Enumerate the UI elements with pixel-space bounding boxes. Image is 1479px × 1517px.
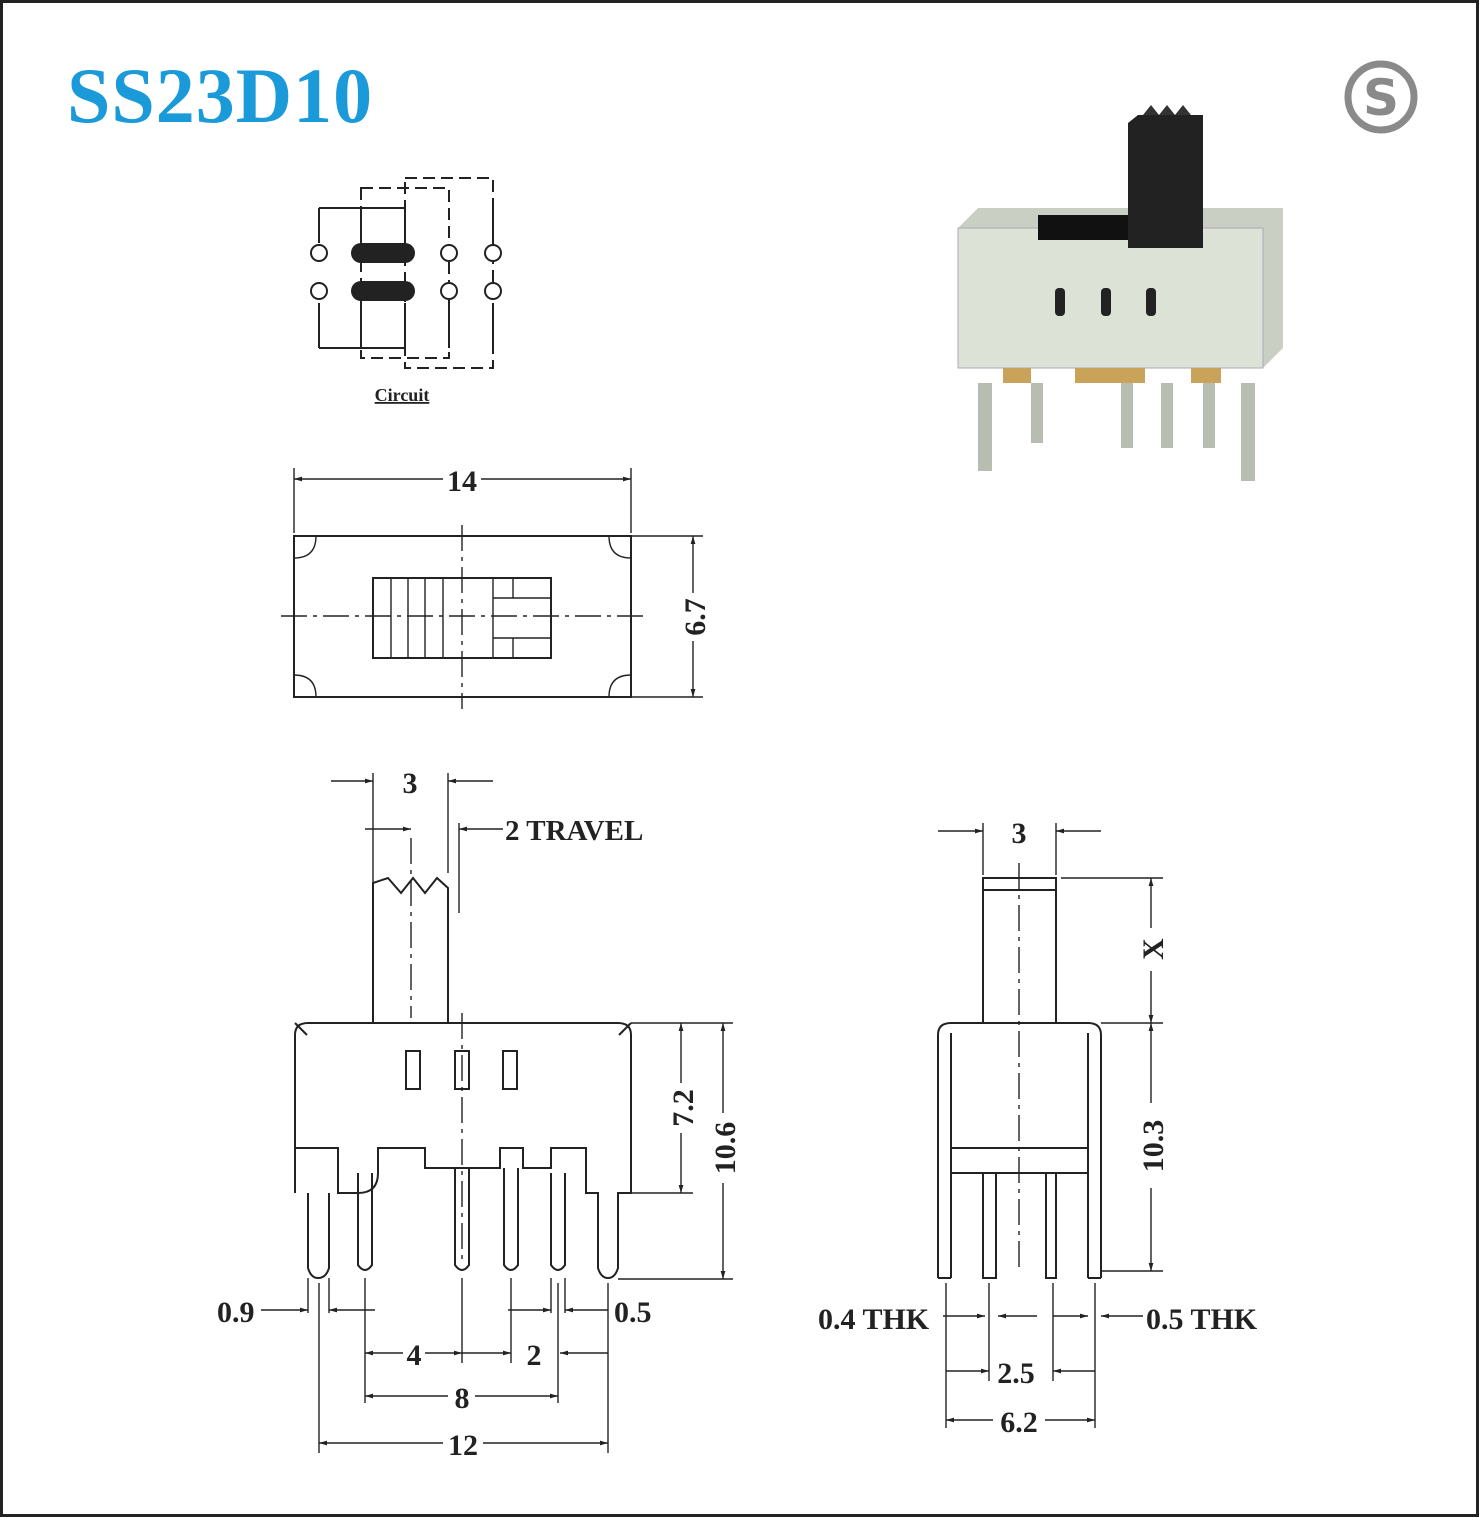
side-dim-x: X [1137, 938, 1170, 960]
dim-width-14: 14 [447, 465, 477, 498]
front-dim-4: 4 [407, 1339, 422, 1372]
technical-drawing: S Circuit [217, 60, 1418, 1462]
front-dim-travel: 2 TRAVEL [505, 815, 643, 847]
circuit-label: Circuit [375, 385, 430, 405]
product-title: SS23D10 [67, 52, 374, 139]
side-dim-actuator-3: 3 [1012, 817, 1027, 850]
side-view-drawing: 3 X 10.3 0.4 THK 0.5 THK 2.5 6.2 [818, 817, 1258, 1439]
top-view-drawing: 14 6.7 [281, 465, 712, 709]
brand-logo: S [1344, 60, 1418, 134]
dim-height-6-7: 6.7 [679, 598, 712, 636]
front-dim-0-5: 0.5 [614, 1296, 652, 1329]
front-dim-0-9: 0.9 [217, 1296, 255, 1329]
side-dim-2-5: 2.5 [997, 1357, 1035, 1390]
front-view-drawing: 3 2 TRAVEL 7.2 10.6 0.9 0.5 4 2 [217, 767, 742, 1462]
front-dim-2: 2 [527, 1339, 542, 1372]
side-dim-0-4-thk: 0.4 THK [818, 1303, 930, 1336]
product-photo [957, 105, 1283, 481]
front-dim-7-2: 7.2 [667, 1089, 700, 1127]
front-dim-12: 12 [448, 1429, 478, 1462]
front-dim-actuator-3: 3 [403, 767, 418, 800]
side-dim-6-2: 6.2 [1000, 1406, 1038, 1439]
front-dim-10-6: 10.6 [709, 1122, 742, 1175]
circuit-diagram: Circuit [310, 177, 502, 405]
logo-letter: S [1363, 69, 1399, 127]
side-dim-0-5-thk: 0.5 THK [1146, 1303, 1258, 1336]
side-dim-10-3: 10.3 [1137, 1120, 1170, 1173]
front-dim-8: 8 [455, 1382, 470, 1415]
